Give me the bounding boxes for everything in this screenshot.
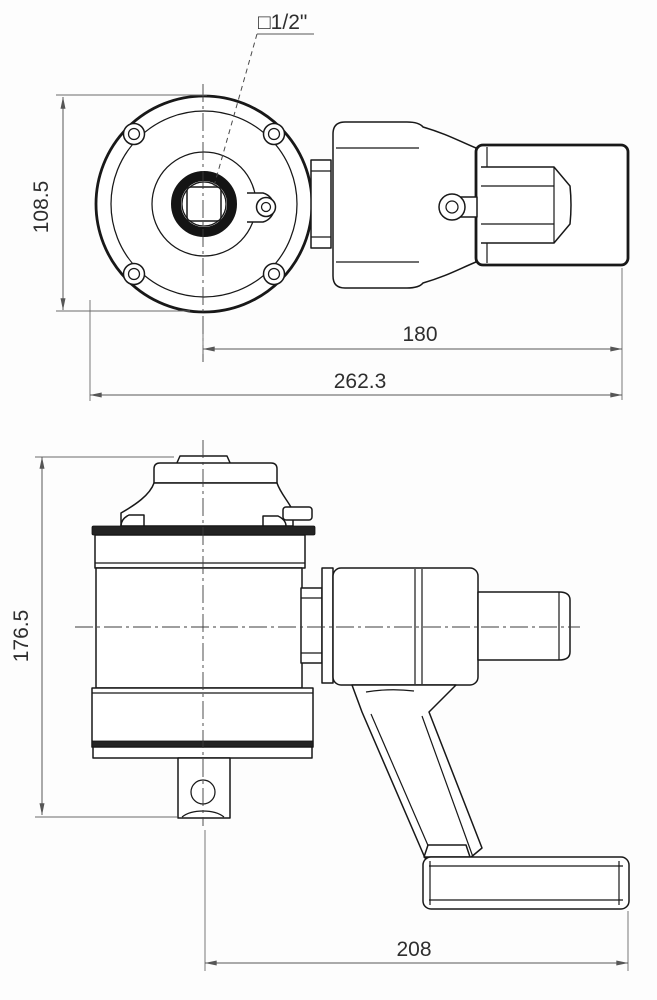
side-view: 176.5 208 <box>10 440 630 971</box>
crank-hub <box>332 567 479 686</box>
hex-handle-rod <box>481 166 572 244</box>
handle-block <box>332 121 477 289</box>
dim-text-180: 180 <box>402 323 437 346</box>
square-drive-label: □1/2" <box>258 11 307 34</box>
dimension-overall-length: 262.3 <box>89 300 623 401</box>
flange-band <box>91 525 316 536</box>
reaction-lug <box>247 192 277 223</box>
square-drive-callout: □1/2" <box>213 11 314 187</box>
dim-text-208: 208 <box>396 938 431 961</box>
crank-shaft <box>477 591 571 661</box>
dim-text-262-3: 262.3 <box>334 370 387 393</box>
dim-text-108-5: 108.5 <box>30 181 53 234</box>
square-drive <box>171 171 237 237</box>
gear-body <box>91 534 314 759</box>
neck-clamp <box>310 159 332 249</box>
dimension-flange-diameter: 108.5 <box>30 94 207 312</box>
flange-inner-circle <box>110 110 298 298</box>
grip-handle <box>422 856 630 910</box>
dimension-overall-height: 176.5 <box>10 456 177 818</box>
top-view: □1/2" 108.5 180 262.3 <box>30 11 630 401</box>
hub-bracket <box>300 567 334 684</box>
drive-tang <box>177 757 231 819</box>
dimension-center-to-grip: 208 <box>204 830 629 971</box>
bolt-holes <box>122 122 286 286</box>
dome-cap <box>120 455 313 527</box>
dimension-center-to-end: 180 <box>202 268 623 400</box>
housing-pin <box>438 193 478 221</box>
crank-arm <box>351 684 483 859</box>
dim-text-176-5: 176.5 <box>10 610 33 663</box>
